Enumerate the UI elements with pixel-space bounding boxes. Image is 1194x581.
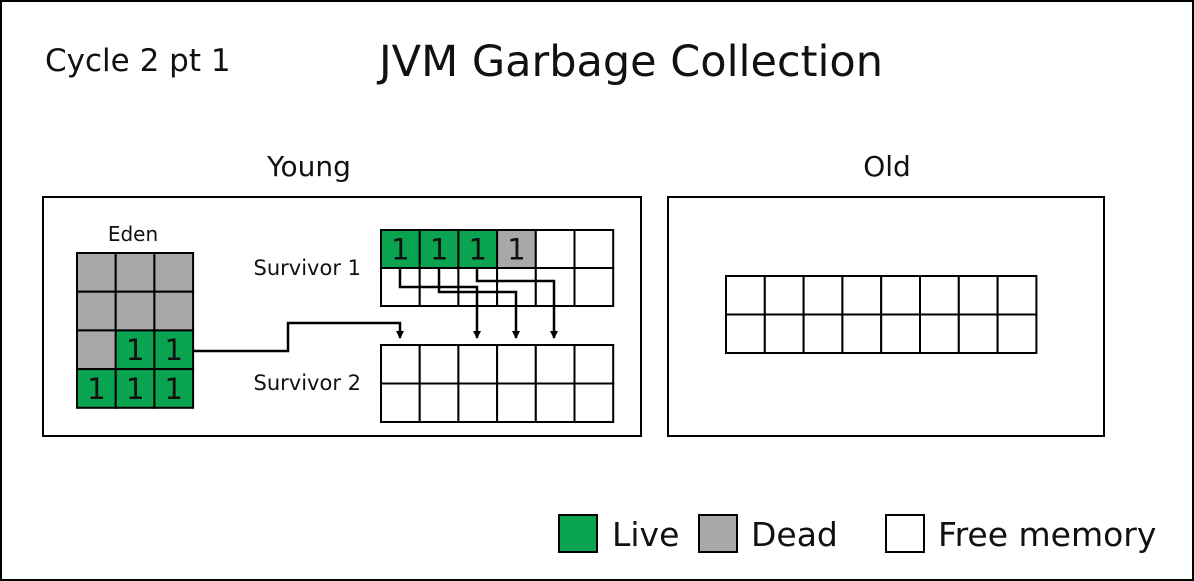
old-generation-box	[667, 196, 1105, 437]
survivor2-grid	[380, 344, 615, 423]
eden-cell-dead	[114, 252, 156, 293]
eden-cell-dead	[76, 329, 117, 371]
legend-live-label: Live	[612, 515, 679, 554]
young-label: Young	[266, 150, 351, 183]
survivor2-cell-free	[380, 344, 421, 385]
old-cell-free	[880, 275, 922, 316]
copy-arrows	[193, 268, 558, 353]
survivor1-cell-value: 1	[507, 232, 525, 266]
old-cell-free	[996, 275, 1038, 316]
legend-free-label: Free memory	[938, 515, 1156, 554]
eden-cell-live	[76, 368, 117, 409]
old-cell-free	[957, 313, 999, 354]
eden-cell-dead	[114, 290, 156, 332]
cycle-label: Cycle 2 pt 1	[45, 43, 231, 79]
eden-cell-dead	[76, 252, 117, 293]
eden-label: Eden	[108, 222, 158, 246]
survivor1-cell-live	[380, 229, 421, 269]
survivor1-cell-free	[534, 229, 576, 269]
old-cell-free	[802, 275, 844, 316]
survivor2-cell-free	[496, 382, 537, 423]
survivor2-cell-free	[573, 382, 615, 423]
legend-dead-label: Dead	[751, 515, 838, 554]
survivor2-cell-free	[457, 382, 499, 423]
old-cell-free	[880, 313, 922, 354]
old-cell-free	[957, 275, 999, 316]
eden-cell-value: 1	[126, 333, 144, 367]
eden-cell-value: 1	[165, 333, 183, 367]
legend: Live Dead Free memory	[558, 514, 1156, 554]
old-grid	[725, 275, 1038, 354]
old-cell-free	[725, 275, 766, 316]
survivor2-cell-free	[457, 344, 499, 385]
eden-cell-dead	[76, 290, 117, 332]
old-cell-free	[763, 275, 805, 316]
survivor2-cell-free	[380, 382, 421, 423]
old-cell-free	[841, 313, 883, 354]
old-cell-free	[763, 313, 805, 354]
old-cell-free	[725, 313, 766, 354]
survivor1-cell2-arrow	[437, 268, 520, 339]
eden-cell-dead	[153, 290, 195, 332]
eden-cell-dead	[153, 252, 195, 293]
survivor1-cell-value: 1	[430, 232, 448, 266]
old-cell-free	[919, 313, 960, 354]
eden-cell-value: 1	[87, 372, 105, 406]
old-label: Old	[863, 150, 911, 183]
old-cell-free	[802, 313, 844, 354]
eden-to-survivor2-arrow	[193, 321, 404, 353]
survivor1-cell-value: 1	[469, 232, 487, 266]
survivor2-cell-free	[534, 382, 576, 423]
eden-cell-value: 1	[126, 372, 144, 406]
old-cell-free	[996, 313, 1038, 354]
legend-live-swatch	[558, 514, 598, 553]
eden-cell-live	[153, 368, 195, 409]
legend-dead-swatch	[698, 514, 738, 553]
survivor2-cell-free	[496, 344, 537, 385]
survivor1-cell3-arrow	[475, 268, 558, 339]
survivor2-cell-free	[418, 344, 460, 385]
eden-cell-live	[114, 368, 156, 409]
survivor1-label: Survivor 1	[254, 256, 361, 280]
eden-cell-value: 1	[165, 372, 183, 406]
old-cell-free	[841, 275, 883, 316]
survivor2-cell-free	[573, 344, 615, 385]
survivor1-cell-value: 1	[391, 232, 409, 266]
page-title: JVM Garbage Collection	[376, 37, 883, 87]
legend-free-swatch	[885, 514, 925, 553]
survivor2-label: Survivor 2	[254, 371, 361, 395]
young-generation-box	[42, 196, 642, 437]
survivor2-cell-free	[418, 382, 460, 423]
survivor1-cell-free	[573, 229, 615, 269]
survivor2-cell-free	[534, 344, 576, 385]
old-cell-free	[919, 275, 960, 316]
survivor1-cell-free	[573, 267, 615, 307]
